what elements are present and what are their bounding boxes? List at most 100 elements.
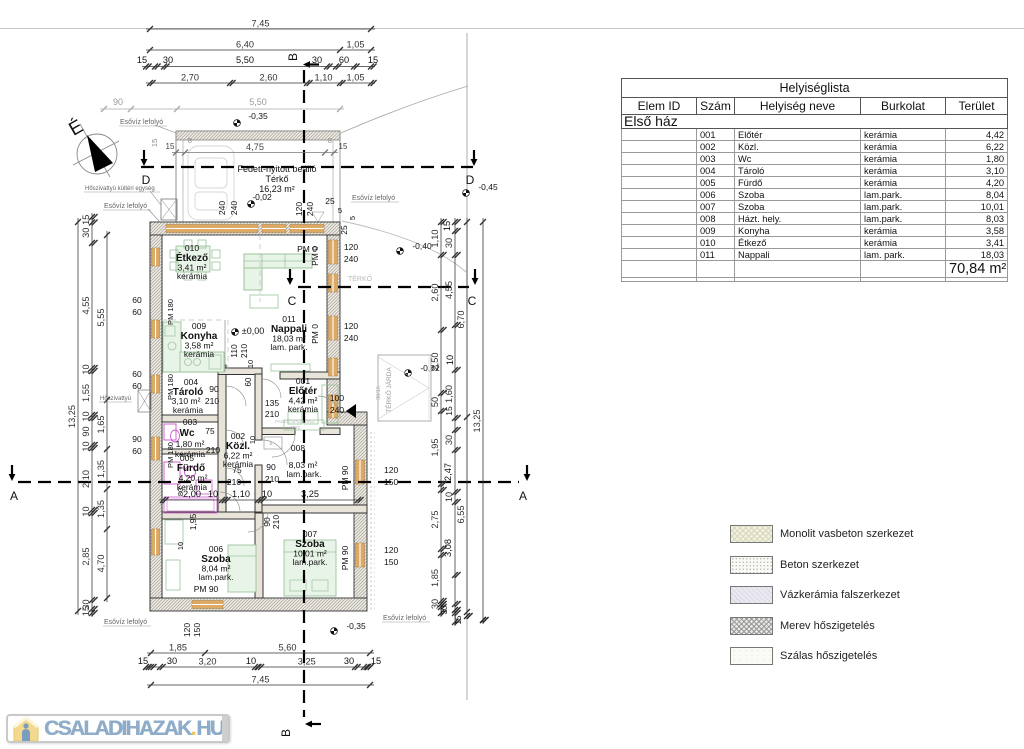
svg-text:120: 120 xyxy=(384,545,398,555)
svg-text:2,60: 2,60 xyxy=(260,73,278,83)
svg-text:150: 150 xyxy=(384,477,398,487)
svg-text:003: 003 xyxy=(183,417,197,427)
svg-text:8,03 m²: 8,03 m² xyxy=(289,460,318,470)
svg-text:30: 30 xyxy=(444,238,454,248)
svg-text:15: 15 xyxy=(81,215,91,225)
svg-text:kerámia: kerámia xyxy=(173,405,204,415)
svg-text:210: 210 xyxy=(265,474,279,484)
svg-text:90: 90 xyxy=(132,434,142,444)
svg-text:60: 60 xyxy=(132,381,142,391)
svg-text:010: 010 xyxy=(185,243,199,253)
svg-text:5,50: 5,50 xyxy=(236,55,254,65)
svg-text:3,58 m²: 3,58 m² xyxy=(185,341,214,351)
svg-text:13,25: 13,25 xyxy=(472,410,482,433)
svg-text:240: 240 xyxy=(344,333,358,343)
svg-text:15: 15 xyxy=(138,656,148,666)
svg-text:38/15: 38/15 xyxy=(376,386,382,400)
svg-text:15: 15 xyxy=(368,55,378,65)
svg-text:10: 10 xyxy=(246,656,256,666)
svg-text:1,95: 1,95 xyxy=(188,513,198,530)
svg-text:TÉRKŐ JÁRDA: TÉRKŐ JÁRDA xyxy=(384,367,393,413)
svg-text:15: 15 xyxy=(137,55,147,65)
svg-text:30: 30 xyxy=(440,605,449,614)
svg-text:90: 90 xyxy=(81,426,91,436)
svg-text:30: 30 xyxy=(312,55,322,65)
svg-text:3,25: 3,25 xyxy=(301,489,319,499)
svg-text:7,45: 7,45 xyxy=(252,19,270,29)
svg-text:210: 210 xyxy=(271,515,281,529)
svg-text:60: 60 xyxy=(244,377,253,386)
svg-text:4,70: 4,70 xyxy=(96,555,106,573)
svg-text:kerámia: kerámia xyxy=(288,404,319,414)
svg-text:60: 60 xyxy=(132,369,142,379)
svg-text:210: 210 xyxy=(205,396,219,406)
svg-text:240: 240 xyxy=(344,254,358,264)
svg-text:100: 100 xyxy=(330,393,344,403)
svg-text:5: 5 xyxy=(348,216,357,220)
svg-text:60: 60 xyxy=(132,295,142,305)
svg-text:30: 30 xyxy=(344,656,354,666)
svg-text:1,35: 1,35 xyxy=(96,500,106,518)
svg-text:6,70: 6,70 xyxy=(456,311,466,329)
svg-text:30: 30 xyxy=(430,599,440,609)
svg-text:-0,40: -0,40 xyxy=(412,241,432,251)
svg-text:Közl.: Közl. xyxy=(226,441,250,452)
svg-text:Szoba: Szoba xyxy=(295,539,325,550)
svg-text:2,70: 2,70 xyxy=(181,73,199,83)
svg-text:Fedett-nyitott beálló: Fedett-nyitott beálló xyxy=(237,164,316,174)
svg-text:Hőszivattyú kültéri egység: Hőszivattyú kültéri egység xyxy=(85,186,155,192)
svg-text:240: 240 xyxy=(305,202,315,216)
svg-text:30: 30 xyxy=(163,55,173,65)
svg-text:PM 0: PM 0 xyxy=(310,324,320,344)
svg-text:2,47: 2,47 xyxy=(443,463,453,481)
svg-text:Előtér: Előtér xyxy=(289,386,317,397)
svg-text:8,04 m²: 8,04 m² xyxy=(202,564,231,574)
svg-text:135: 135 xyxy=(265,398,279,408)
svg-text:-0,02: -0,02 xyxy=(252,192,272,202)
svg-text:60: 60 xyxy=(339,55,349,65)
svg-text:240: 240 xyxy=(229,201,239,215)
svg-text:60: 60 xyxy=(132,446,142,456)
svg-text:3,08: 3,08 xyxy=(443,539,453,557)
svg-text:-0,32: -0,32 xyxy=(420,363,440,373)
svg-text:120: 120 xyxy=(294,202,304,216)
svg-text:5: 5 xyxy=(338,206,342,215)
svg-text:4,42 m²: 4,42 m² xyxy=(289,396,318,406)
svg-text:Esővíz lefolyó: Esővíz lefolyó xyxy=(383,615,426,622)
svg-text:PM 0: PM 0 xyxy=(310,246,320,266)
svg-text:6,55: 6,55 xyxy=(456,506,466,524)
svg-text:10: 10 xyxy=(81,506,91,516)
svg-text:≥: ≥ xyxy=(270,441,273,447)
svg-text:1,95: 1,95 xyxy=(430,439,440,457)
svg-text:10: 10 xyxy=(81,441,91,451)
svg-text:50: 50 xyxy=(430,397,440,407)
svg-text:15: 15 xyxy=(454,615,463,624)
svg-text:6085: 6085 xyxy=(290,425,301,430)
svg-text:75: 75 xyxy=(232,465,242,475)
svg-text:3,41 m²: 3,41 m² xyxy=(178,263,207,273)
svg-text:lam.park.: lam.park. xyxy=(199,572,234,582)
svg-text:kerámia: kerámia xyxy=(177,482,208,492)
svg-text:PM 0: PM 0 xyxy=(297,244,317,254)
svg-text:5,55: 5,55 xyxy=(96,309,106,327)
svg-text:B: B xyxy=(286,53,300,61)
svg-text:2,00: 2,00 xyxy=(183,489,201,499)
svg-text:Fürdő: Fürdő xyxy=(177,463,205,474)
svg-text:120: 120 xyxy=(182,623,192,637)
svg-text:120: 120 xyxy=(344,321,358,331)
svg-text:D: D xyxy=(142,173,151,187)
svg-text:Nappali: Nappali xyxy=(271,324,307,335)
svg-text:15: 15 xyxy=(371,656,381,666)
svg-text:13,25: 13,25 xyxy=(67,405,77,428)
svg-text:15: 15 xyxy=(150,139,159,147)
svg-text:Térkő: Térkő xyxy=(265,174,288,184)
svg-text:±0,00: ±0,00 xyxy=(242,326,264,336)
svg-text:lam.park.: lam.park. xyxy=(287,469,322,479)
svg-text:PM 90: PM 90 xyxy=(340,545,350,570)
svg-text:10: 10 xyxy=(248,436,257,444)
svg-text:240: 240 xyxy=(330,405,344,415)
svg-text:Étkező: Étkező xyxy=(176,251,208,264)
svg-text:-0,35: -0,35 xyxy=(346,621,366,631)
svg-text:15: 15 xyxy=(444,406,454,416)
svg-text:210: 210 xyxy=(265,409,279,419)
